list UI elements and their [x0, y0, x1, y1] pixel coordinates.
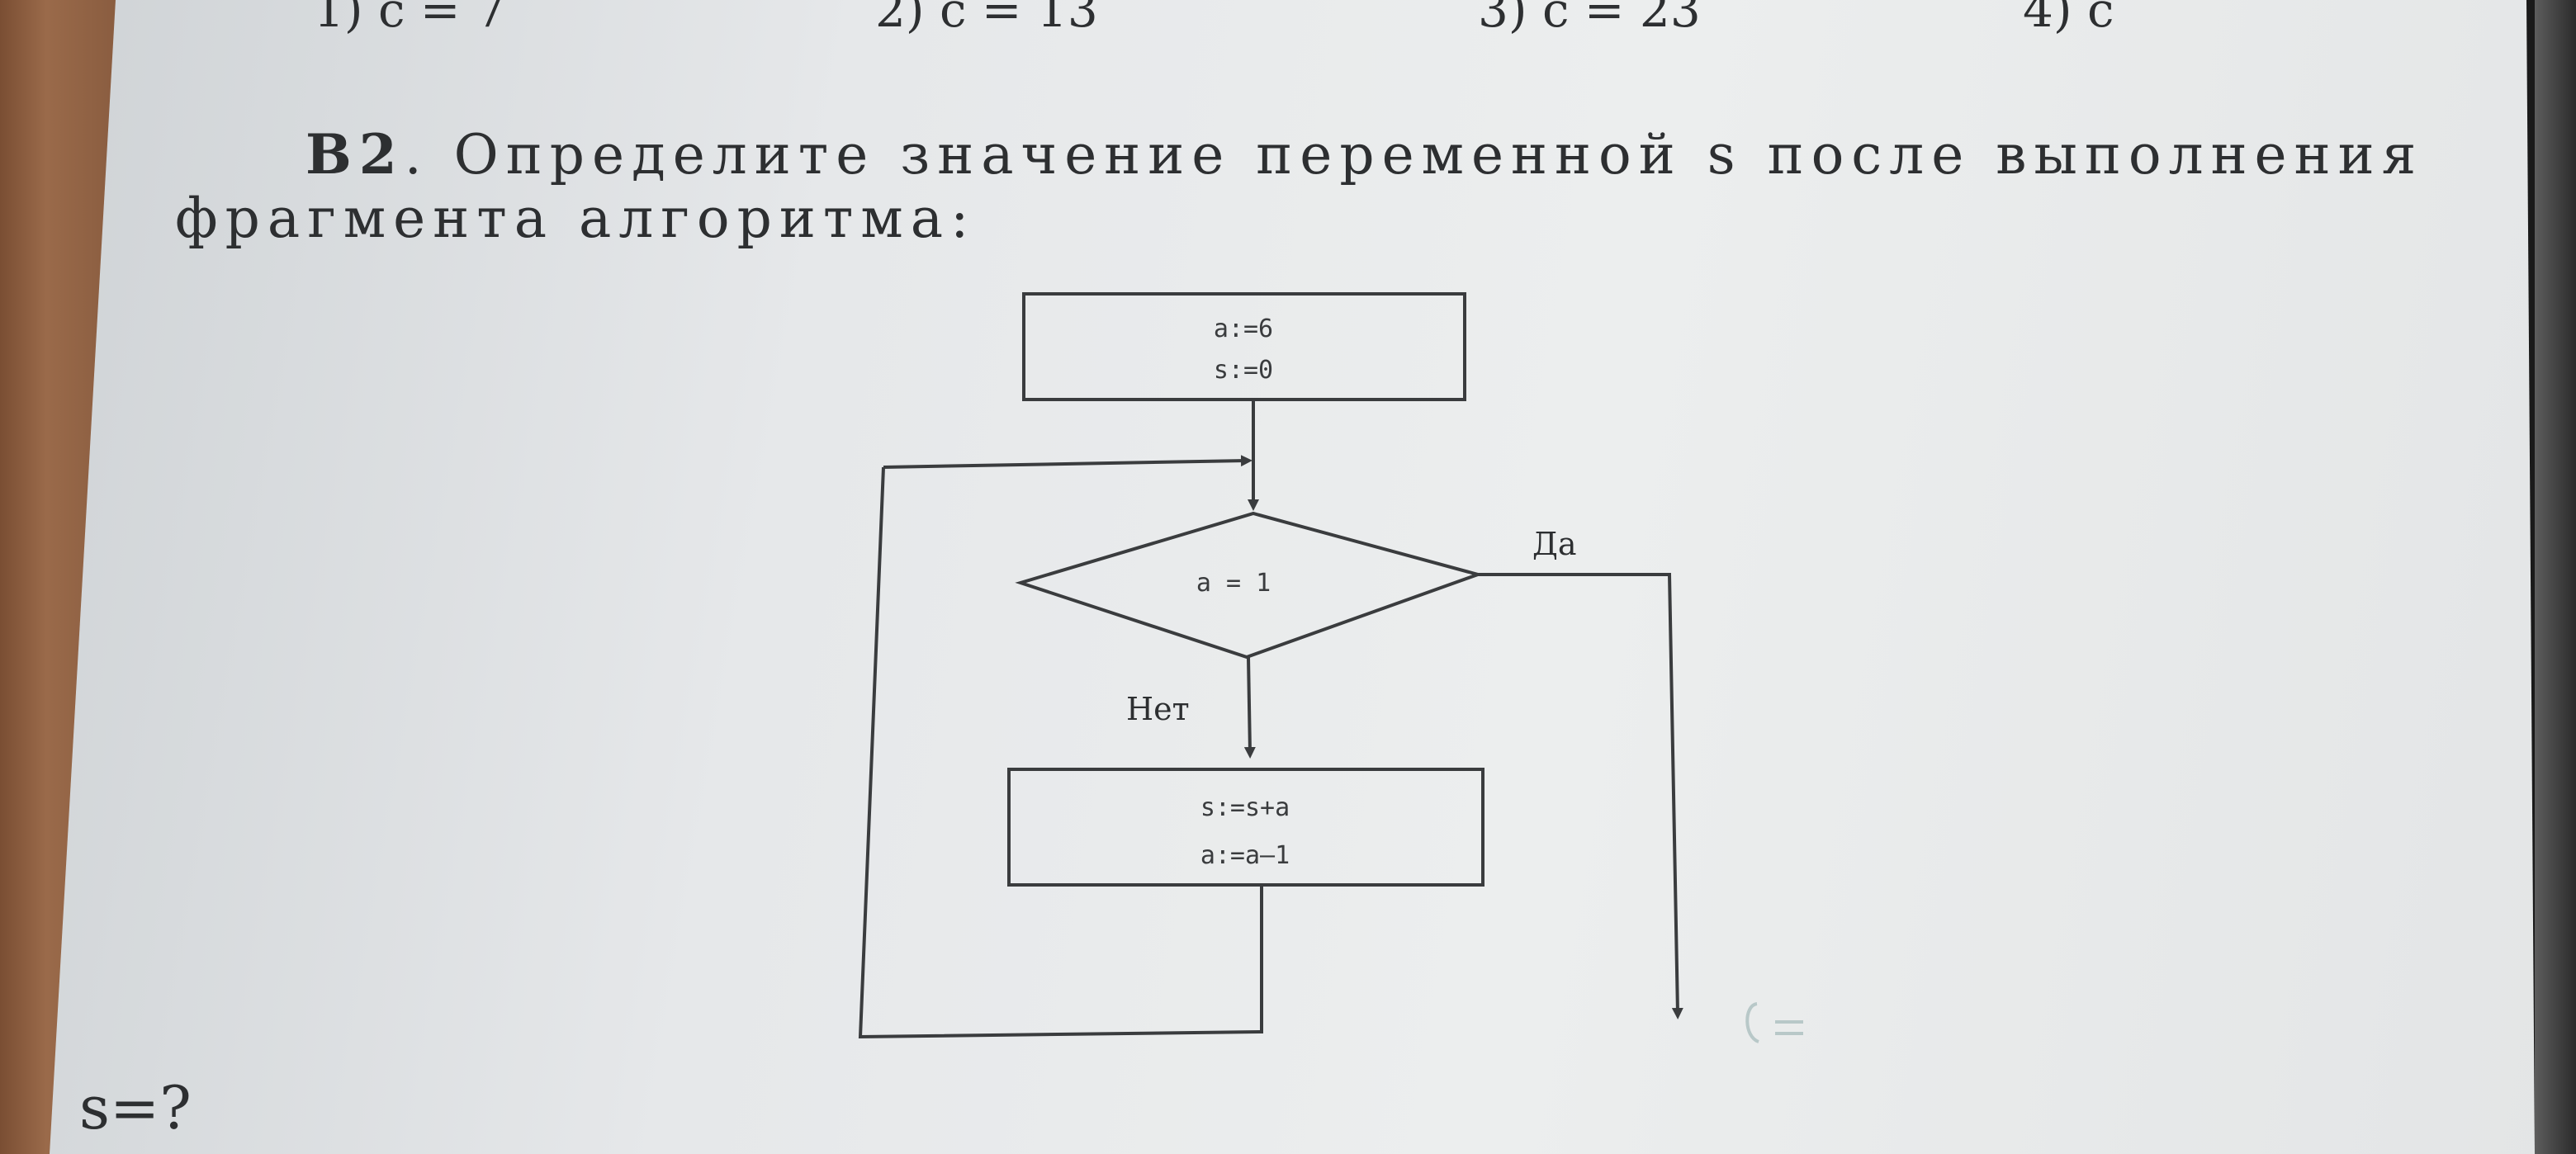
- yes-label: Да: [1532, 526, 1577, 562]
- init-text-line1: a:=6: [1214, 315, 1273, 343]
- task-text-line1: . Определите значение переменной s после…: [404, 123, 2424, 187]
- body-text-line2: a:=a–1: [1200, 841, 1290, 870]
- body-text-line1: s:=s+a: [1200, 793, 1290, 822]
- desk-background-right: [2535, 0, 2576, 1154]
- condition-text: a = 1: [1196, 569, 1271, 598]
- arrow-loop-return: [883, 455, 1252, 469]
- task-text-line2: фрагмента алгоритма:: [175, 187, 977, 250]
- arrow-yes-branch: [1478, 573, 1683, 1019]
- answer-option-2: 2) c = 13: [875, 0, 1098, 38]
- arrow-no-branch: [1243, 656, 1256, 759]
- task-number: B2: [305, 122, 405, 187]
- answer-option-3: 3) c = 23: [1478, 0, 1701, 38]
- task-line-1: B2. Определите значение переменной s пос…: [305, 122, 2423, 187]
- answer-option-4: 4) c: [2023, 0, 2114, 38]
- init-block: [1022, 292, 1466, 401]
- loop-back-line: [858, 466, 1263, 1039]
- init-text-line2: s:=0: [1214, 356, 1273, 385]
- answer-option-1: 1) c = 7: [314, 0, 506, 38]
- question-text: s=?: [79, 1073, 192, 1142]
- no-label: Нет: [1126, 691, 1190, 727]
- pencil-mark: [1745, 1002, 1759, 1043]
- body-block: [1007, 768, 1485, 887]
- worksheet-page: [50, 0, 2535, 1154]
